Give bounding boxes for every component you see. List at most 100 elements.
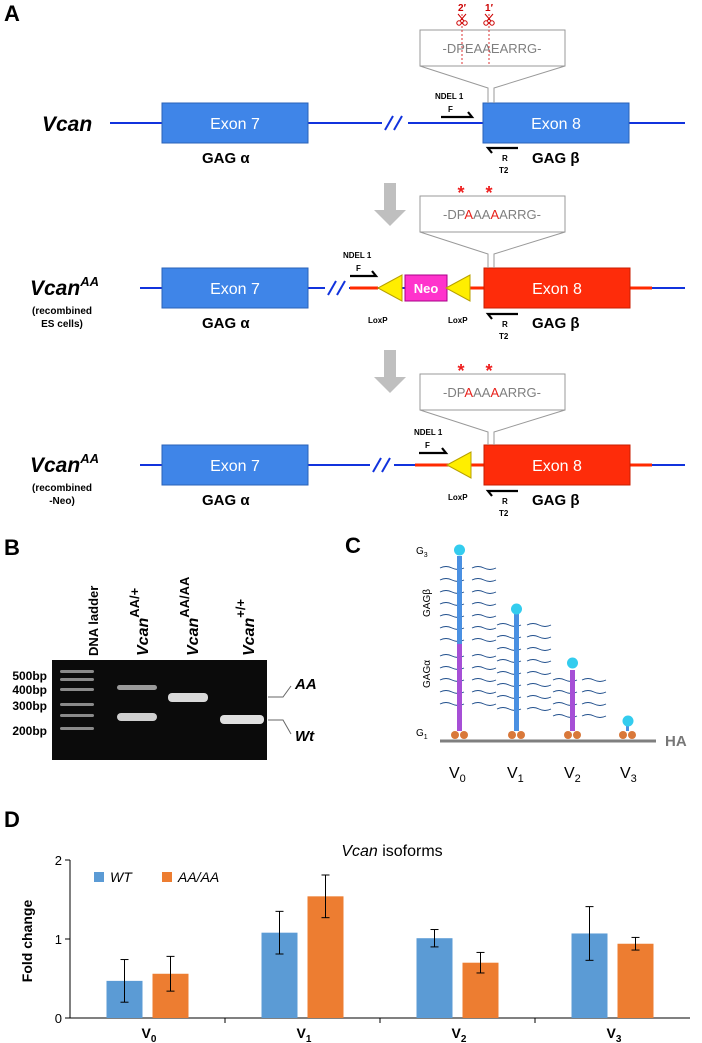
y-tick-label: 1: [55, 932, 62, 947]
sequence-box: [419, 373, 566, 411]
mutation-asterisk: *: [457, 361, 464, 381]
gag-chains: [496, 623, 552, 711]
g3-domain: [454, 544, 465, 556]
g3-domain: [511, 603, 522, 615]
ladder-band: [60, 688, 94, 691]
panel-label-b: B: [4, 535, 20, 560]
sequence-box: [419, 29, 566, 67]
legend-swatch: [162, 872, 172, 882]
isoform-v1: V1: [496, 603, 552, 785]
gag-beta-label: GAG β: [532, 492, 580, 509]
callout-lines: [419, 409, 566, 445]
gag-beta-label: GAG β: [532, 150, 580, 167]
chart-title: Vcan isoforms: [341, 843, 442, 860]
break-mark: [381, 457, 391, 473]
legend-label: AA/AA: [177, 869, 219, 885]
exon7-box: [161, 267, 309, 309]
callout-lines: [419, 231, 566, 268]
g1-domain: [628, 731, 636, 739]
ladder-band: [60, 714, 94, 717]
bp-label: 400bp: [12, 683, 47, 697]
gag-alpha-label: GAG α: [202, 492, 250, 509]
band-aa-het: [117, 685, 157, 690]
sequence-box: [419, 195, 566, 233]
panel-label-d: D: [4, 807, 20, 832]
ladder-band: [60, 670, 94, 673]
mutation-asterisk: *: [485, 361, 492, 381]
band-label-aa: AA: [294, 676, 317, 693]
primer-f-arrow: [441, 111, 475, 119]
g1-domain: [564, 731, 572, 739]
gag-alpha-domain-label: GAGα: [422, 660, 433, 688]
sequence-mutant: -DPAAAAARRG-: [443, 207, 541, 222]
process-arrow: [374, 350, 406, 393]
ndel1-label: NDEL 1: [435, 92, 464, 101]
y-axis-title: Fold change: [19, 900, 35, 983]
exon7-label: Exon 7: [210, 116, 260, 133]
t2-label: T2: [499, 166, 509, 175]
bar: [617, 943, 654, 1018]
ndel1-label: NDEL 1: [414, 428, 443, 437]
primer-f-label: F: [448, 105, 453, 114]
core-gag-alpha: [570, 670, 575, 731]
isoform-v0: V0: [439, 544, 497, 785]
exon8-label: Exon 8: [531, 116, 581, 133]
y-tick-label: 2: [55, 853, 62, 868]
g1-domain: [517, 731, 525, 739]
neo-label: Neo: [414, 281, 439, 296]
exon8-box: [482, 102, 630, 144]
ha-label: HA: [665, 733, 687, 750]
gag-beta-label: GAG β: [532, 315, 580, 332]
primer-r-label: R: [502, 154, 508, 163]
ladder-band: [60, 727, 94, 730]
allele-label-wt: Vcan: [42, 113, 92, 136]
loxp-label: LoxP: [448, 316, 468, 325]
exon8-box-mutant: [483, 444, 631, 486]
core-gag-beta: [457, 556, 462, 644]
mutation-asterisk: *: [457, 183, 464, 203]
g3-label: G3: [416, 546, 428, 559]
ladder-bands: [60, 670, 94, 730]
g1-domain: [460, 731, 468, 739]
primer-f-label: F: [356, 264, 361, 273]
g1-domain: [508, 731, 516, 739]
panel-label-a: A: [4, 1, 20, 26]
exon8-label: Exon 8: [532, 458, 582, 475]
ndel1-label: NDEL 1: [343, 251, 372, 260]
loxp-icon: [376, 274, 403, 302]
gag-chains: [552, 678, 607, 718]
loxp-icon: [444, 274, 471, 302]
x-tick-label: V2: [452, 1025, 467, 1043]
exon8-box-mutant: [483, 267, 631, 309]
band-wt-het: [117, 713, 157, 721]
lane-label-aa-homo: VcanAA/AA: [177, 576, 202, 656]
primer-f-arrow: [350, 270, 379, 278]
mutation-asterisk: *: [485, 183, 492, 203]
isoform-label: V2: [564, 765, 581, 785]
break-mark: [384, 115, 394, 131]
exon7-box: [161, 444, 309, 486]
x-tick-label: V0: [142, 1025, 157, 1043]
isoform-label: V0: [449, 765, 466, 785]
x-tick-label: V3: [607, 1025, 622, 1043]
g1-domain: [573, 731, 581, 739]
note-es-2: ES cells): [41, 319, 83, 330]
note-neo-1: (recombined: [32, 483, 92, 494]
break-gap: [382, 117, 408, 129]
legend-label: WT: [110, 869, 133, 885]
primer-r-label: R: [502, 497, 508, 506]
exon7-label: Exon 7: [210, 458, 260, 475]
core-gag-beta: [514, 614, 519, 731]
sequence-wt: -DPEAAEARRG-: [443, 41, 542, 56]
core-gag-alpha: [457, 644, 462, 731]
legend-swatch: [94, 872, 104, 882]
primer-f-arrow: [419, 447, 449, 455]
exon7-label: Exon 7: [210, 281, 260, 298]
y-tick-label: 0: [55, 1011, 62, 1026]
gel-panel: DNA ladder VcanAA/+ VcanAA/AA Vcan+/+ 50…: [12, 576, 317, 760]
break-mark: [327, 280, 337, 296]
isoform-label: V1: [507, 765, 524, 785]
primer-r-arrow: [485, 146, 518, 154]
callout-lines: [419, 65, 566, 103]
